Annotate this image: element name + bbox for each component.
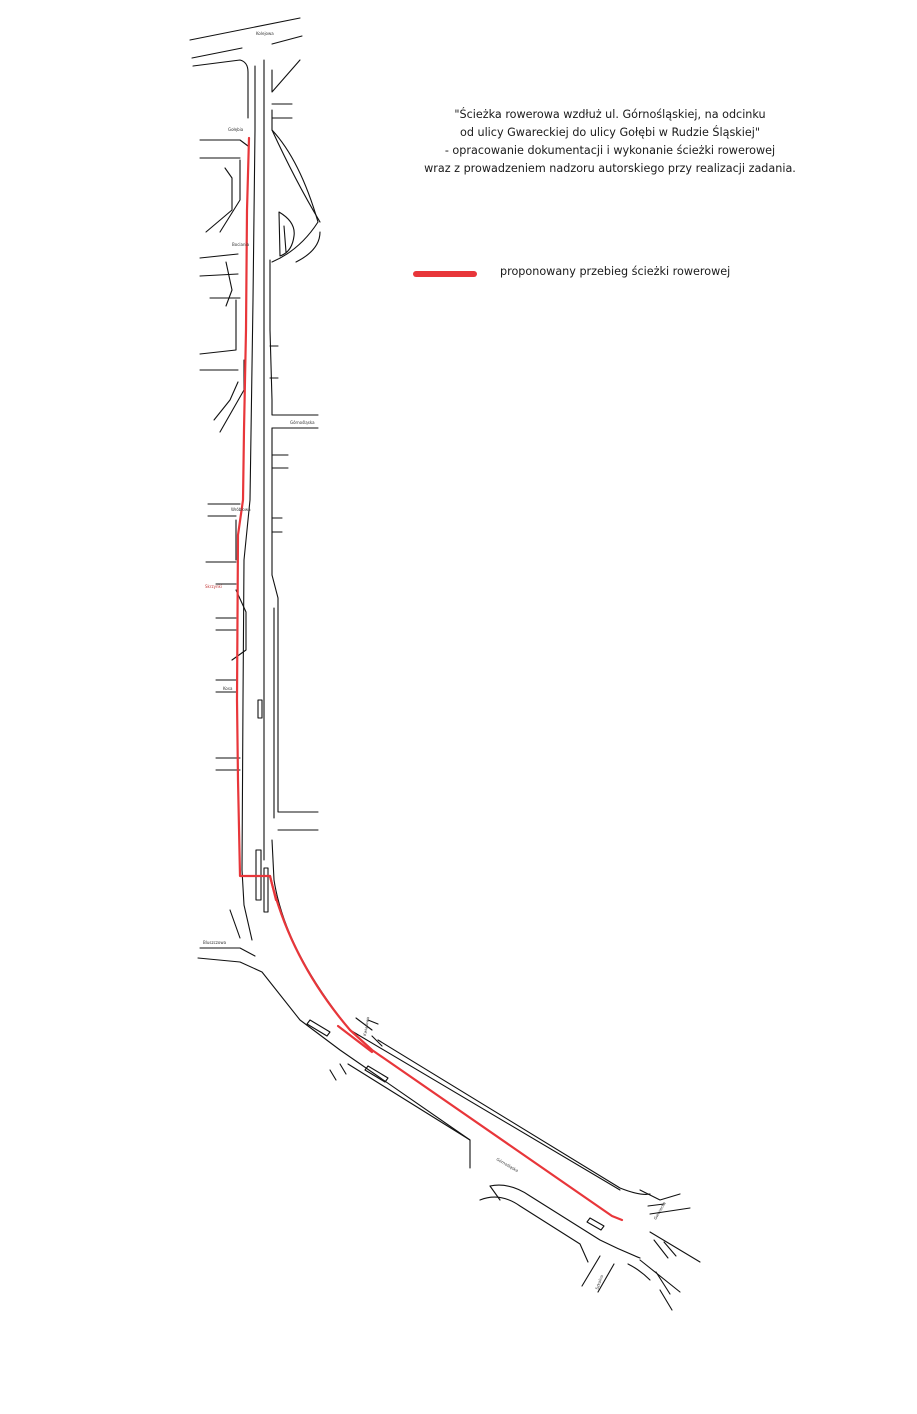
- bike-path: [235, 136, 624, 1222]
- street-label-bociania: Bociania: [232, 242, 250, 247]
- street-label-gornoslaska-south: Górnośląska: [496, 1157, 520, 1174]
- title-line-4: wraz z prowadzeniem nadzoru autorskiego …: [424, 162, 796, 175]
- road-network: [189, 17, 701, 1311]
- street-label-kwiatowa: Kwiatowa: [362, 1016, 370, 1036]
- street-label-wroblowa: Wróblowa: [231, 507, 251, 512]
- street-label-golebia: Gołębia: [228, 127, 244, 132]
- street-labels: Kolejowa Gołębia Bociania Górnośląska Wr…: [203, 31, 667, 1290]
- street-label-bluszczowa: Bluszczowa: [203, 940, 227, 945]
- title-line-1: "Ścieżka rowerowa wzdłuż ul. Górnośląski…: [454, 108, 766, 121]
- street-label-kosa: Kosa: [223, 686, 233, 691]
- street-label-skrzynki: Skrzynki: [205, 584, 222, 589]
- legend-swatch: [413, 271, 477, 277]
- title-line-3: - opracowanie dokumentacji i wykonanie ś…: [444, 144, 776, 157]
- street-label-gornoslaska-north: Górnośląska: [290, 420, 315, 425]
- map-title: "Ścieżka rowerowa wzdłuż ul. Górnośląski…: [400, 106, 820, 178]
- street-label-kolejowa: Kolejowa: [256, 31, 274, 36]
- title-line-2: od ulicy Gwareckiej do ulicy Gołębi w Ru…: [459, 126, 761, 139]
- street-label-gwarecka: Gwarecka: [653, 1200, 667, 1220]
- street-label-szkolna: Szkolna: [594, 1274, 604, 1291]
- legend-label: proponowany przebieg ścieżki rowerowej: [500, 265, 731, 278]
